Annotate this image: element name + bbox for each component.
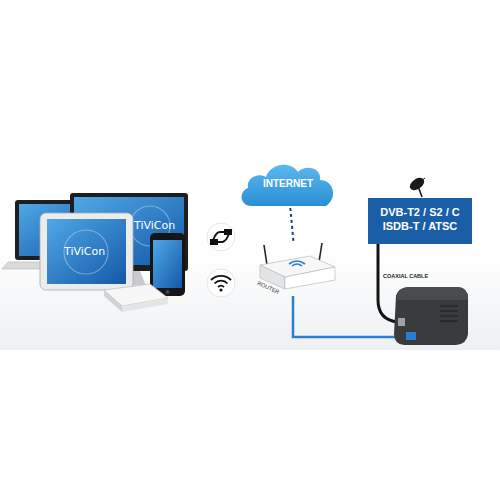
router-side	[285, 267, 335, 289]
wifi-arc	[211, 276, 231, 280]
wifi-dot	[219, 288, 222, 291]
screen-logo: TiViCon	[64, 245, 105, 258]
phone-screen	[153, 240, 182, 288]
cable-label: COAXIAL CABLE	[383, 273, 428, 279]
ethernet-wire	[293, 296, 410, 337]
vent-slot	[440, 315, 458, 317]
router-antenna	[319, 243, 322, 262]
router-wifi	[292, 264, 302, 266]
node-text: DVB-T2 / S2 / C ISDB-T / ATSC	[372, 206, 468, 234]
vent-slot	[440, 310, 458, 312]
dish-arm	[417, 178, 425, 184]
phone-body	[150, 233, 185, 296]
signal-box: DVB-T2 / S2 / C ISDB-T / ATSC	[368, 198, 472, 244]
ethernet-plug	[210, 239, 218, 245]
vent-slot	[440, 320, 458, 322]
media-box-front	[122, 298, 168, 312]
tuner-vents	[440, 305, 458, 322]
tablet-screen	[47, 219, 126, 284]
media-box-side	[104, 290, 122, 312]
logo-swirl	[64, 230, 108, 274]
coax-port	[398, 318, 405, 326]
dish-mast	[418, 186, 422, 197]
ethernet-cable	[218, 232, 231, 242]
ethernet-icon-bg	[207, 223, 235, 251]
tablet-body	[40, 213, 133, 290]
tuner-device	[394, 287, 468, 345]
phone-button	[166, 290, 170, 294]
vent-slot	[440, 305, 458, 307]
lan-port	[406, 332, 416, 340]
wifi-arc	[218, 286, 224, 287]
dashed-connector	[290, 208, 293, 243]
satellite-dish	[408, 175, 427, 192]
tuner-top	[396, 287, 468, 300]
node-text: INTERNET	[238, 178, 338, 191]
wifi-arc	[215, 281, 228, 284]
router-antenna	[264, 245, 267, 265]
screen-logo: TiViCon	[134, 219, 175, 232]
cloud-node: INTERNET	[238, 158, 338, 208]
router-node: ROUTER	[255, 243, 337, 295]
wifi-icon-bg	[207, 269, 235, 297]
coaxial-cable	[378, 244, 398, 322]
